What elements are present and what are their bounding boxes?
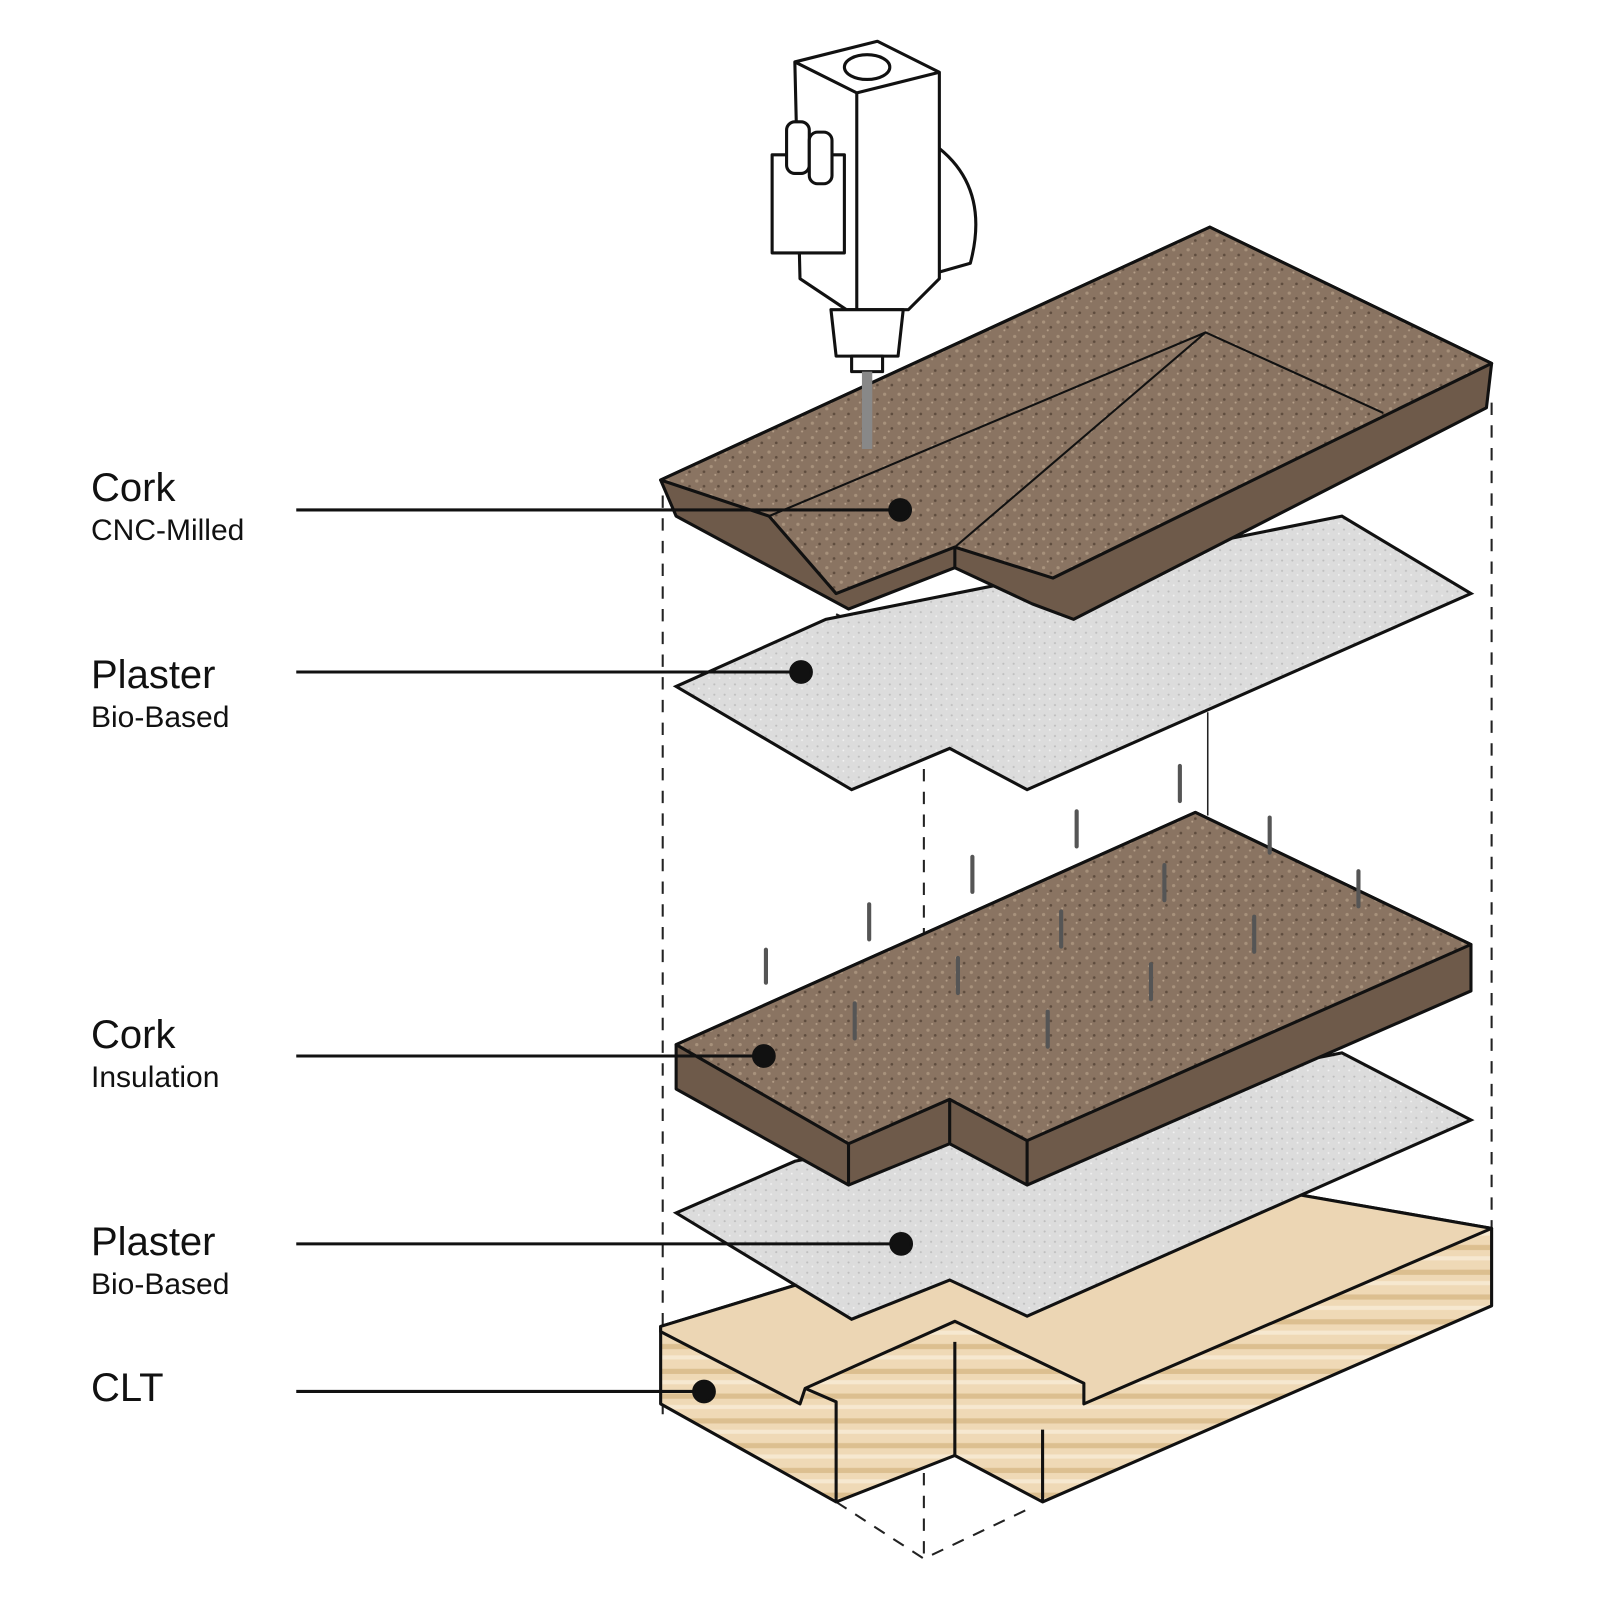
cork-insulation-layer [674,810,1473,1187]
label-plaster-lower: Plaster Bio-Based [91,1222,229,1300]
label-clt: CLT [91,1368,164,1408]
label-subtitle: Insulation [91,1061,220,1094]
label-cork-cnc: Cork CNC-Milled [91,468,244,546]
nails [763,763,1361,1049]
label-cork-insulation: Cork Insulation [91,1015,219,1093]
label-title: Cork [91,466,176,510]
cork-cnc-milled-layer [659,225,1494,621]
label-subtitle: CNC-Milled [91,514,245,547]
cnc-spindle-icon [770,39,978,450]
label-plaster-upper: Plaster Bio-Based [91,655,229,733]
label-title: Cork [91,1013,176,1057]
label-title: Plaster [91,1220,216,1264]
label-subtitle: Bio-Based [91,1268,230,1301]
label-title: CLT [91,1366,164,1410]
label-subtitle: Bio-Based [91,701,230,734]
leader-lines [296,498,914,1404]
plaster-upper-layer [672,514,1475,792]
label-title: Plaster [91,653,216,697]
